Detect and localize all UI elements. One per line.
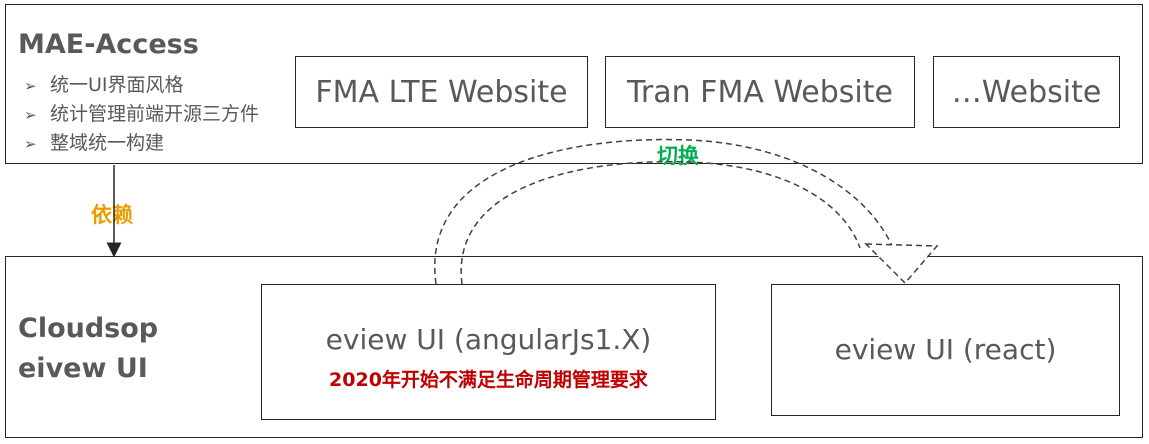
cloudsop-container: Cloudsop eivew UI eview UI (angularJs1.X… xyxy=(5,256,1143,438)
react-ui-box: eview UI (react) xyxy=(771,284,1120,416)
website-label: …Website xyxy=(951,74,1102,110)
react-ui-label: eview UI (react) xyxy=(834,333,1057,366)
website-label: FMA LTE Website xyxy=(315,74,568,110)
website-box-other: …Website xyxy=(933,56,1120,128)
arrow-bullet-icon: ➢ xyxy=(24,77,37,95)
cloudsop-title: Cloudsop eivew UI xyxy=(18,309,158,389)
dependency-label: 依赖 xyxy=(91,203,133,227)
feature-text: 统一UI界面风格 xyxy=(50,74,184,96)
arrow-bullet-icon: ➢ xyxy=(24,135,37,153)
mae-access-title: MAE-Access xyxy=(18,29,199,60)
website-box-fma-lte: FMA LTE Website xyxy=(295,56,588,128)
arrow-bullet-icon: ➢ xyxy=(24,106,37,124)
mae-access-container: MAE-Access ➢ 统一UI界面风格 ➢ 统计管理前端开源三方件 ➢ 整域统一构… xyxy=(5,4,1143,164)
feature-text: 统计管理前端开源三方件 xyxy=(50,103,260,125)
angular-ui-label: eview UI (angularJs1.X) xyxy=(325,323,652,356)
website-box-tran-fma: Tran FMA Website xyxy=(605,56,915,128)
cloudsop-title-line2: eivew UI xyxy=(18,353,148,384)
feature-list: ➢ 统一UI界面风格 ➢ 统计管理前端开源三方件 ➢ 整域统一构建 xyxy=(24,71,259,158)
feature-item: ➢ 统一UI界面风格 xyxy=(24,71,259,100)
website-label: Tran FMA Website xyxy=(627,74,893,110)
switch-label: 切换 xyxy=(657,144,699,168)
feature-item: ➢ 整域统一构建 xyxy=(24,129,259,158)
feature-item: ➢ 统计管理前端开源三方件 xyxy=(24,100,259,129)
angular-ui-box: eview UI (angularJs1.X) 2020年开始不满足生命周期管理… xyxy=(261,284,716,420)
cloudsop-title-line1: Cloudsop xyxy=(18,313,159,344)
lifecycle-warning-note: 2020年开始不满足生命周期管理要求 xyxy=(329,369,648,391)
feature-text: 整域统一构建 xyxy=(50,132,165,154)
